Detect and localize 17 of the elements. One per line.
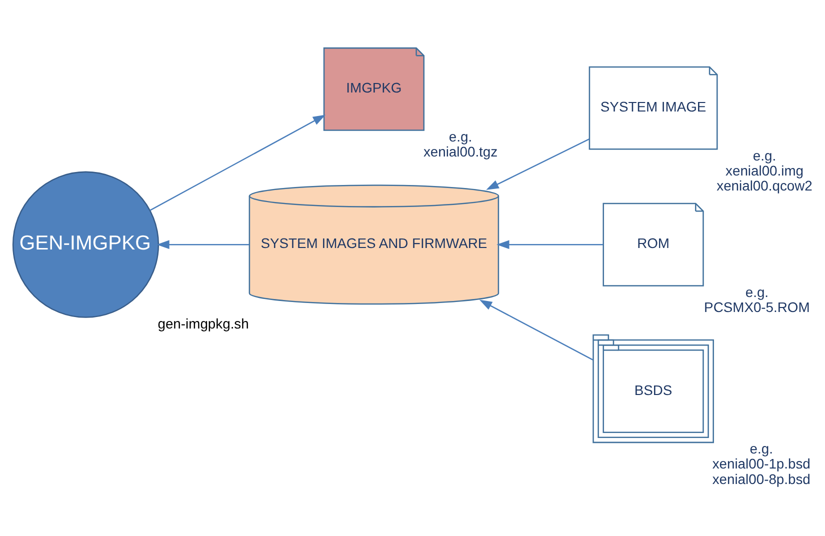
node-label: e.g. [750, 440, 773, 457]
node-label: gen-imgpkg.sh [158, 315, 249, 332]
arrow [150, 114, 326, 211]
node-label: PCSMX0-5.ROM [704, 298, 810, 315]
node-label: e.g. [752, 147, 776, 164]
arrow [156, 240, 250, 250]
node-label: xenial00-1p.bsd [712, 456, 810, 472]
node-label: xenial00.qcow2 [716, 178, 812, 194]
node-label: e.g. [745, 284, 769, 300]
node-label: xenial00-8p.bsd [712, 470, 810, 487]
arrow [479, 300, 594, 361]
node-label: xenial00.tgz [423, 144, 498, 160]
arrow [496, 240, 604, 250]
node-label: e.g. [448, 128, 472, 144]
node-circle: GEN-IMGPKG [12, 171, 160, 318]
arrow [486, 138, 590, 190]
node-label: xenial00.img [726, 162, 804, 178]
